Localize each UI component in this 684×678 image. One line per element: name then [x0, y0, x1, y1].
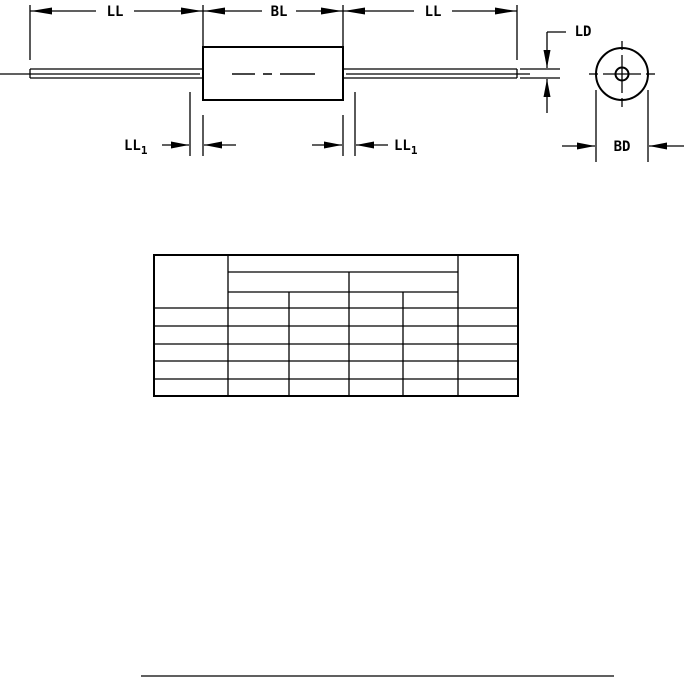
arrowhead	[171, 141, 189, 149]
arrowhead	[543, 79, 551, 97]
label-ll1-right: LL1	[394, 138, 418, 157]
arrowhead	[649, 142, 667, 150]
top-dimension-group: LL BL LL	[29, 4, 518, 60]
label-ld: LD	[575, 24, 592, 40]
label-ll1-right-main: LL	[394, 138, 411, 154]
arrowhead	[321, 7, 342, 15]
label-ll1-left-sub: 1	[141, 144, 148, 157]
ll1-dimension-group: LL1 LL1	[124, 92, 418, 157]
label-ll-right: LL	[425, 4, 442, 20]
label-bl: BL	[271, 4, 288, 20]
arrowhead	[324, 141, 342, 149]
label-ll1-left-main: LL	[124, 138, 141, 154]
arrowhead	[204, 141, 222, 149]
component-side-view	[0, 46, 530, 101]
arrowhead	[577, 142, 595, 150]
label-ll1-left: LL1	[124, 138, 148, 157]
arrowhead	[543, 50, 551, 68]
arrowhead	[204, 7, 225, 15]
ld-dimension-group: LD	[520, 24, 591, 113]
arrowhead	[181, 7, 202, 15]
label-ll1-right-sub: 1	[411, 144, 418, 157]
component-end-view	[589, 41, 655, 107]
arrowhead	[495, 7, 516, 15]
dimensions-table	[153, 254, 519, 397]
label-bd: BD	[614, 139, 631, 155]
bd-dimension-group: BD	[562, 90, 684, 162]
arrowhead	[31, 7, 52, 15]
label-ll-left: LL	[107, 4, 124, 20]
capacitor-body	[202, 46, 344, 101]
arrowhead	[356, 141, 374, 149]
arrowhead	[344, 7, 365, 15]
